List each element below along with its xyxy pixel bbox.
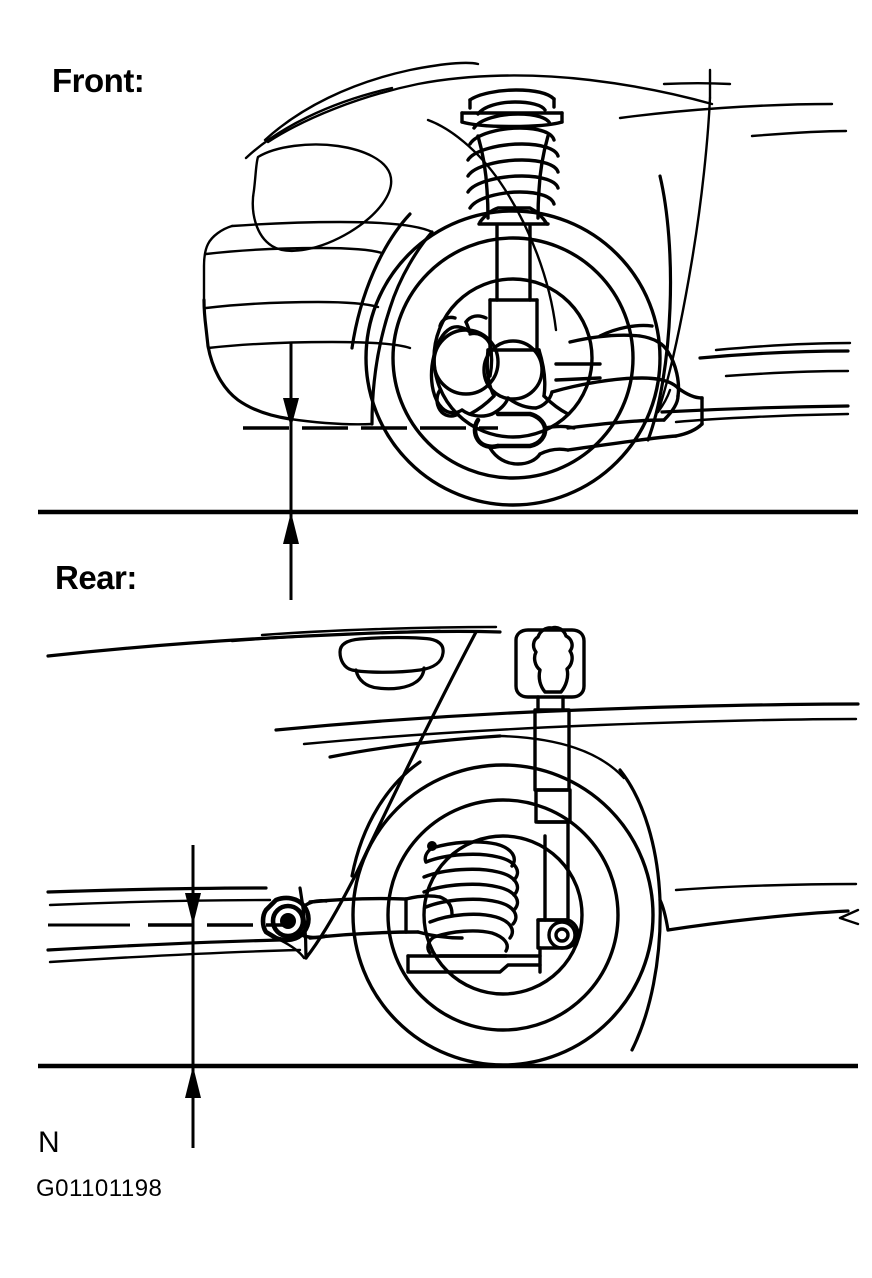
- front-section-label: Front:: [52, 62, 145, 99]
- front-lower-ball-joint: [472, 411, 678, 466]
- front-coil-spring: [460, 88, 564, 220]
- rear-shock-absorber: [533, 695, 580, 950]
- front-steering-knuckle: [429, 314, 570, 418]
- front-dimension: [283, 342, 299, 600]
- figure-code: G01101198: [36, 1175, 163, 1202]
- note-marker: N: [38, 1126, 60, 1159]
- rear-shock-top-mount: [514, 625, 586, 699]
- rear-section-label: Rear:: [55, 559, 137, 596]
- rear-pivot-bushing: [260, 895, 328, 943]
- rear-coil-spring: [422, 840, 520, 958]
- rear-view-group: [38, 625, 860, 1148]
- rear-dimension: [185, 845, 201, 1148]
- front-view-group: [38, 61, 858, 600]
- fuel-filler-door: [338, 635, 445, 691]
